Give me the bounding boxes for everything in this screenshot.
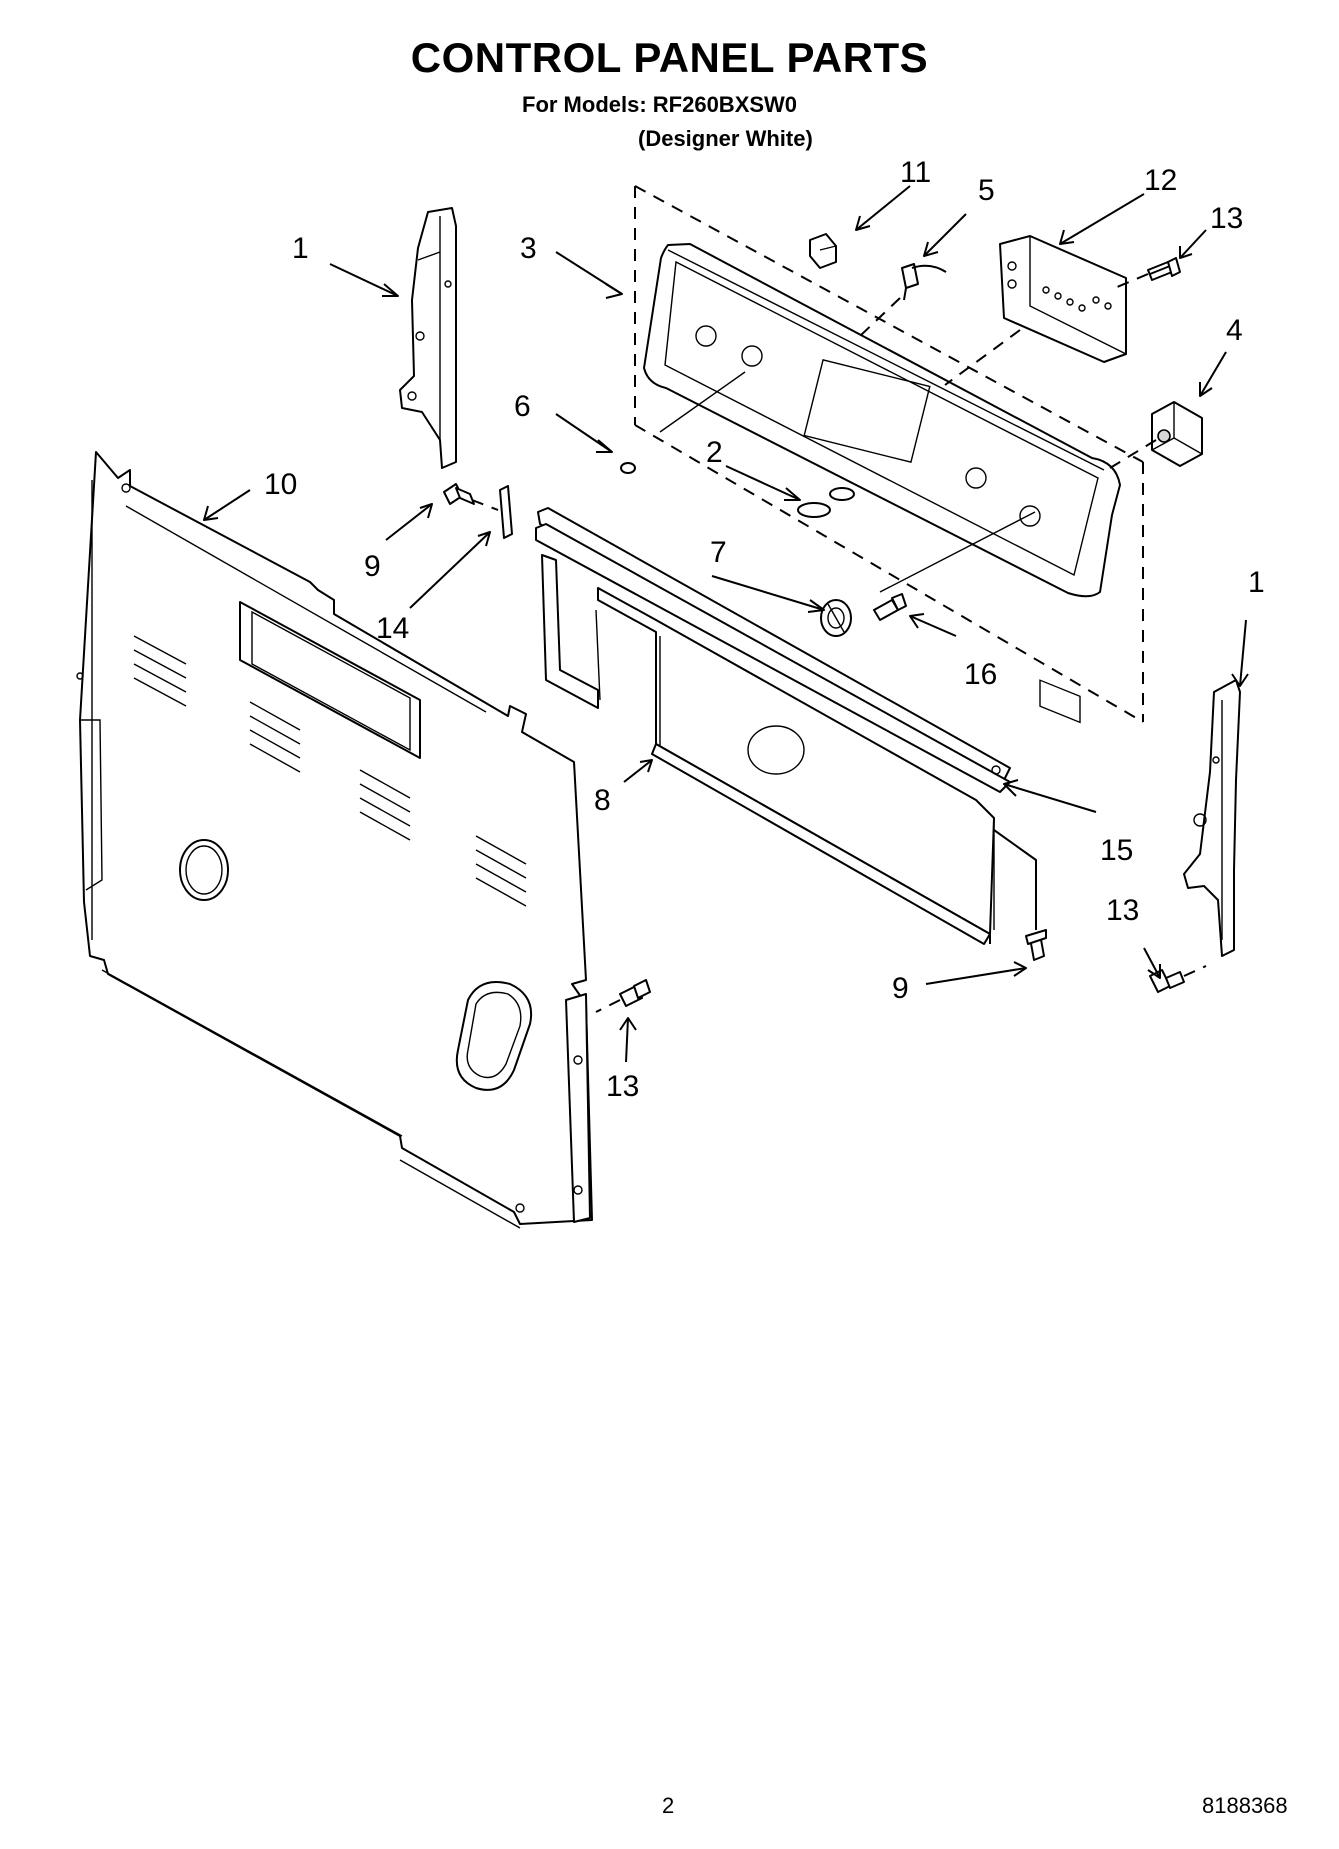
part-7-knob (820, 599, 852, 637)
callout-13-right: 13 (1106, 894, 1139, 927)
part-13-screw-top (1109, 257, 1181, 291)
part-13-screw-bottom (595, 979, 651, 1013)
part-10-rear-panel (76, 451, 593, 1229)
part-14-clip (499, 485, 513, 539)
part-1-side-bracket-left (399, 207, 457, 469)
part-13-screw-right (1149, 965, 1207, 993)
callout-11: 11 (900, 156, 931, 189)
part-16-screw (873, 593, 907, 621)
part-3-control-console (643, 243, 1121, 598)
callout-1-right: 1 (1248, 566, 1265, 599)
callout-1-left: 1 (292, 232, 309, 265)
callout-14: 14 (376, 612, 409, 645)
callout-16: 16 (964, 658, 997, 691)
assembly-dashed-outline (634, 185, 1144, 723)
callout-10: 10 (264, 468, 297, 501)
variant-line: (Designer White) (638, 126, 813, 151)
part-8-manifold-panel (541, 554, 1037, 945)
callout-4: 4 (1226, 314, 1243, 347)
part-15-top-rail (535, 507, 1011, 793)
part-2-indicator-lens (797, 487, 855, 518)
page-number: 2 (662, 1793, 675, 1818)
callout-8: 8 (594, 784, 611, 817)
callout-2: 2 (706, 436, 723, 469)
callout-9-lower: 9 (892, 972, 909, 1005)
leader-arrows (203, 185, 1249, 1063)
part-9-screw-lower (1025, 920, 1047, 961)
models-line: For Models: RF260BXSW0 (522, 92, 798, 117)
part-1-side-bracket-right (1183, 679, 1241, 957)
callout-5: 5 (978, 174, 995, 207)
document-number: 8188368 (1202, 1793, 1288, 1818)
callout-9-upper: 9 (364, 550, 381, 583)
callout-13-bottom: 13 (606, 1070, 639, 1103)
callout-13-top: 13 (1210, 202, 1243, 235)
callout-12: 12 (1144, 164, 1177, 197)
page-title: CONTROL PANEL PARTS (410, 34, 929, 81)
part-11-clip (809, 233, 837, 269)
callout-15: 15 (1100, 834, 1133, 867)
part-6-pin (620, 462, 636, 474)
callout-6: 6 (514, 390, 531, 423)
callout-3: 3 (520, 232, 537, 265)
part-4-switch-block (1109, 401, 1203, 469)
part-9-screw-upper (443, 483, 499, 511)
callout-labels: 1 3 11 5 12 13 4 6 2 10 9 14 7 16 1 8 15… (264, 156, 1265, 1103)
part-5-wire-sensor (859, 263, 947, 337)
callout-7: 7 (710, 536, 727, 569)
part-12-control-board (944, 235, 1127, 724)
